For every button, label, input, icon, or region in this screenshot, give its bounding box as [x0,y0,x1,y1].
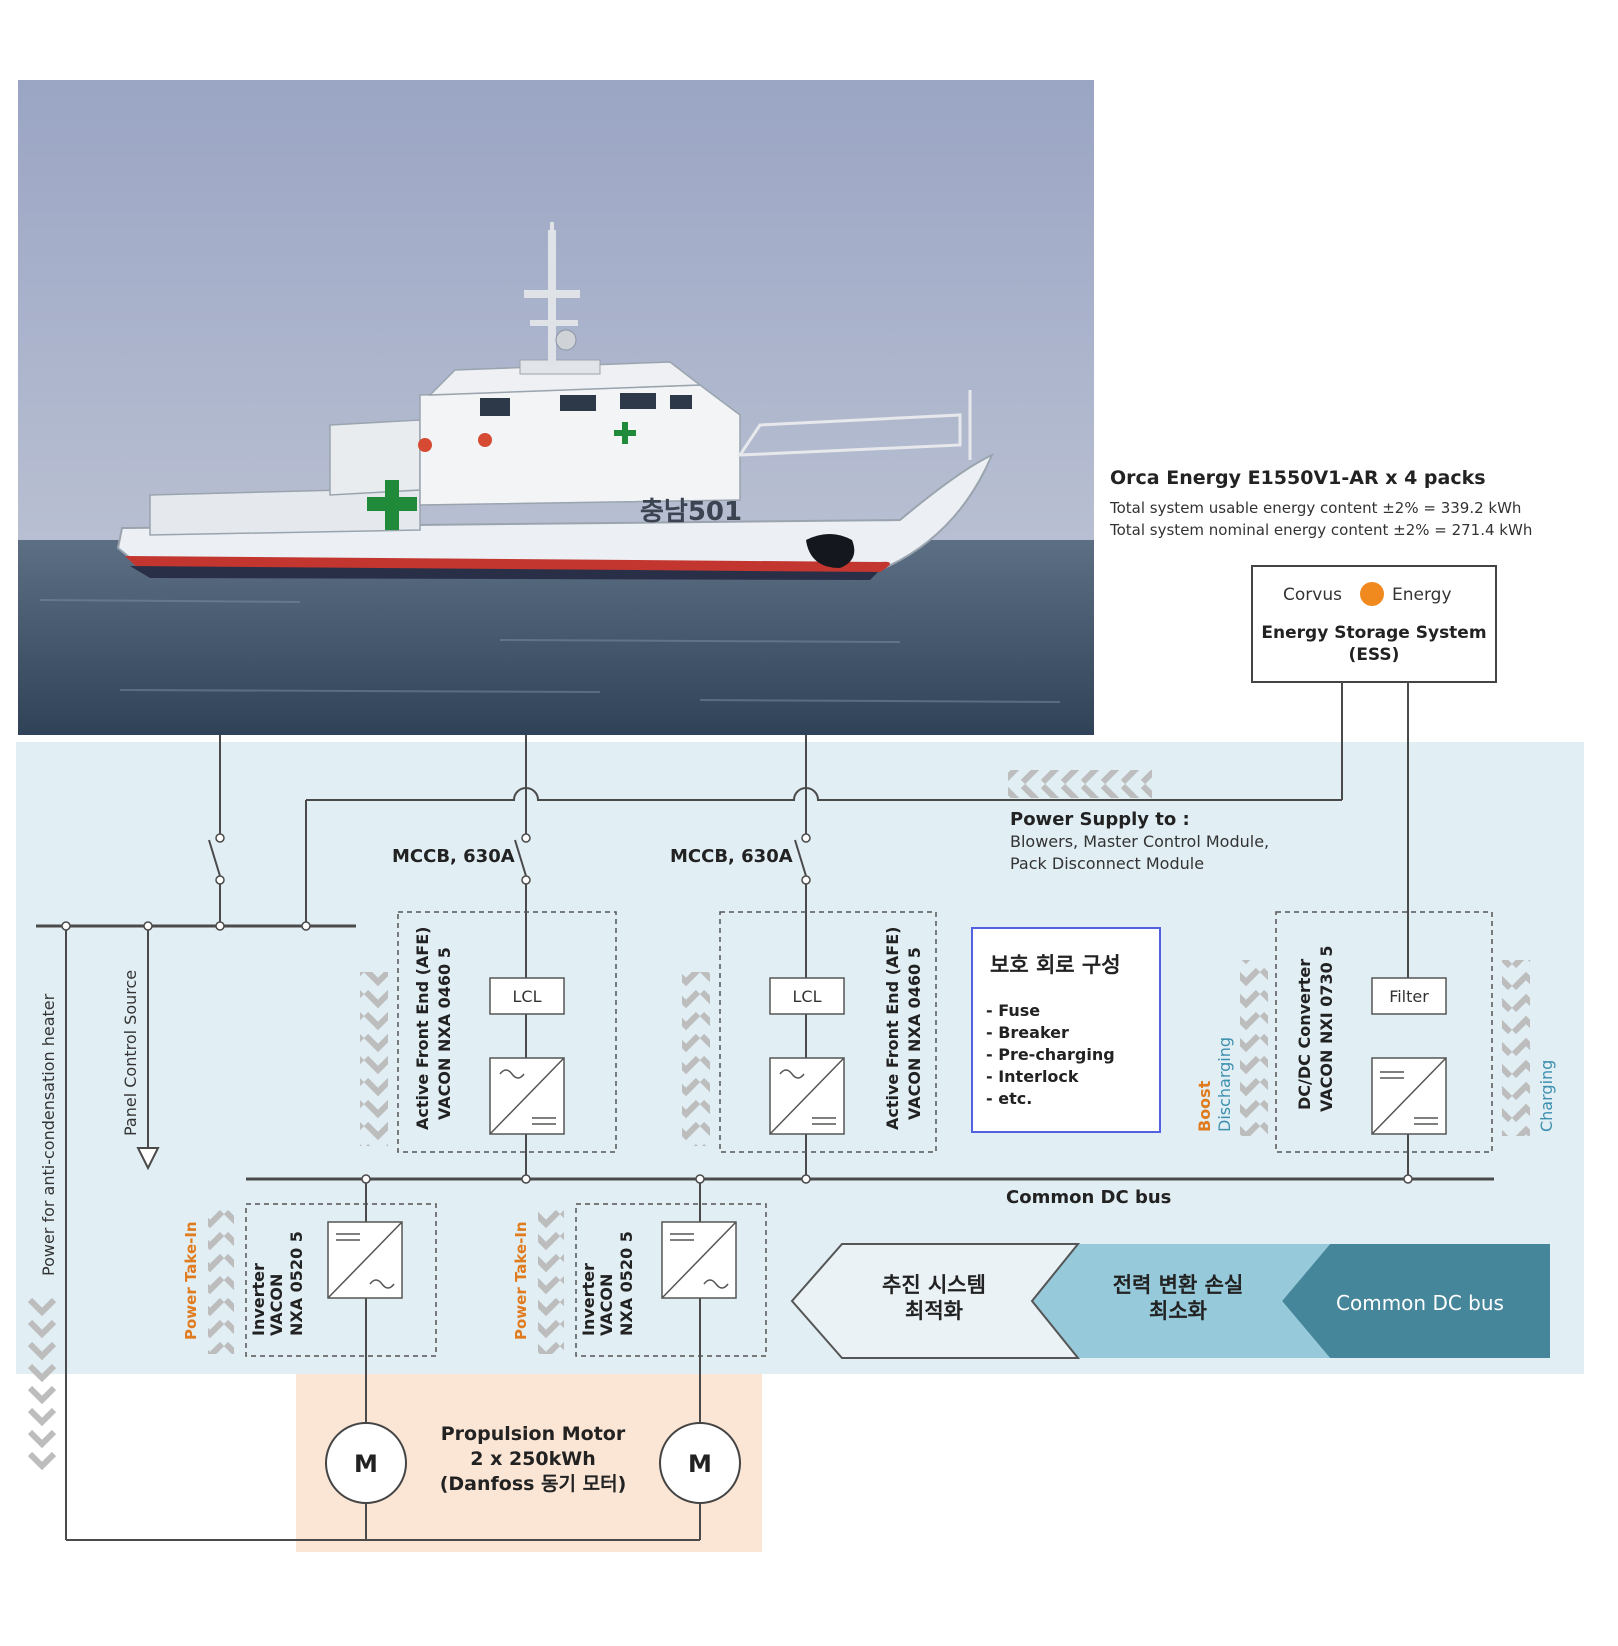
ess-pack-title: Orca Energy E1550V1-AR x 4 packs [1110,467,1486,489]
inverter-right-line2: VACON [597,1274,616,1336]
protection-item-fuse: - Fuse [986,1001,1040,1020]
inverter-right-chevrons-icon [538,1208,564,1354]
propulsion-motor-left: M [325,1422,407,1504]
inverter-right-line3: NXA 0520 5 [617,1231,636,1336]
inverter-left-line1: Inverter [249,1263,268,1336]
ess-nominal-energy: Total system nominal energy content ±2% … [1109,521,1532,539]
protection-circuit-box: 보호 회로 구성 - Fuse - Breaker - Pre-charging… [971,927,1161,1133]
afe-left-lcl: LCL [513,987,542,1006]
afe-right-line2: VACON NXA 0460 5 [905,947,924,1120]
afe-left-chevrons-icon [360,972,388,1146]
boost-label: Boost [1195,1080,1214,1132]
ship-photo: 충남501 [18,80,1094,735]
dcdc-line1: DC/DC Converter [1295,959,1314,1110]
afe-left-converter-icon [489,1057,565,1135]
afe-right-converter-icon [769,1057,845,1135]
protection-item-interlock: - Interlock [986,1067,1079,1086]
mccb-left-label: MCCB, 630A [392,846,515,867]
afe-left-line2: VACON NXA 0460 5 [435,947,454,1120]
protection-title: 보호 회로 구성 [990,953,1121,977]
anti-condensation-chevrons-icon [28,1296,56,1472]
inverter-right-icon [661,1221,737,1299]
power-supply-line1: Blowers, Master Control Module, [1010,832,1269,851]
motor-right-symbol: M [688,1450,712,1478]
dcdc-converter: Filter DC/DC Converter VACON NXI 0730 5 [1275,911,1493,1153]
corvus-brand-left: Corvus [1283,585,1342,605]
benefit-arrow-dc-bus [1282,1244,1550,1358]
discharging-label: Discharging [1215,1037,1234,1132]
anti-condensation-label: Power for anti-condensation heater [39,993,58,1276]
power-supply-title: Power Supply to : [1010,809,1190,830]
afe-left-line1: Active Front End (AFE) [413,927,432,1130]
inverter-right-line1: Inverter [579,1263,598,1336]
wiring [36,682,1494,1541]
hull-number-text: 충남501 [640,497,742,527]
inverter-left-pti-label: Power Take-In [182,1221,200,1340]
discharging-chevrons-icon [1240,960,1268,1136]
dcdc-filter: Filter [1389,987,1429,1006]
protection-item-breaker: - Breaker [986,1023,1069,1042]
inverter-right: Inverter VACON NXA 0520 5 [575,1203,767,1357]
protection-item-precharging: - Pre-charging [986,1045,1115,1064]
corvus-brand-right: Energy [1392,585,1452,605]
panel-control-arrow-icon [136,1147,160,1171]
motor-left-symbol: M [354,1450,378,1478]
benefit-arrow-loss [1032,1244,1330,1358]
benefit-optimize-line2: 최적화 [905,1299,964,1323]
dcdc-line2: VACON NXI 0730 5 [1317,946,1336,1112]
charging-chevrons-icon [1502,960,1530,1136]
protection-item-etc: - etc. [986,1089,1032,1108]
propulsion-motor-right: M [659,1422,741,1504]
dcdc-converter-icon [1371,1057,1447,1135]
motor-rating: 2 x 250kWh [470,1448,596,1470]
motor-type: (Danfoss 동기 모터) [440,1473,627,1495]
benefit-loss-line2: 최소화 [1149,1299,1208,1323]
inverter-left-line3: NXA 0520 5 [287,1231,306,1336]
corvus-logo-icon [1360,582,1384,606]
afe-right: LCL Active Front End (AFE) VACON NXA 046… [682,911,937,1153]
afe-left: LCL Active Front End (AFE) VACON NXA 046… [360,911,617,1153]
power-supply-chevrons-icon [1008,770,1152,798]
inverter-left: Inverter VACON NXA 0520 5 [245,1203,437,1357]
inverter-left-icon [327,1221,403,1299]
afe-right-chevrons-icon [682,972,710,1146]
afe-right-lcl: LCL [793,987,822,1006]
benefit-arrows: Common DC bus 전력 변환 손실 최소화 추진 시스템 최적화 [790,1243,1550,1359]
benefit-loss-line1: 전력 변환 손실 [1113,1273,1244,1297]
breaker-contacts [61,833,1413,1184]
ess-usable-energy: Total system usable energy content ±2% =… [1109,499,1521,517]
benefit-arrow-optimize [790,1243,1081,1359]
motor-title: Propulsion Motor [441,1423,626,1445]
panel-control-source-label: Panel Control Source [121,970,140,1136]
mccb-right-label: MCCB, 630A [670,846,793,867]
ess-box-line1: Energy Storage System [1261,623,1486,643]
benefit-dc-bus-text: Common DC bus [1336,1291,1504,1315]
inverter-left-line2: VACON [267,1274,286,1336]
afe-right-line1: Active Front End (AFE) [883,927,902,1130]
charging-label: Charging [1537,1060,1556,1132]
inverter-left-chevrons-icon [208,1208,234,1354]
benefit-optimize-line1: 추진 시스템 [882,1273,986,1297]
ess-box: Corvus Energy Energy Storage System (ESS… [1251,565,1497,683]
power-supply-line2: Pack Disconnect Module [1010,854,1204,873]
common-dc-bus-label: Common DC bus [1006,1187,1171,1208]
ess-box-line2: (ESS) [1349,645,1400,665]
inverter-right-pti-label: Power Take-In [512,1221,530,1340]
